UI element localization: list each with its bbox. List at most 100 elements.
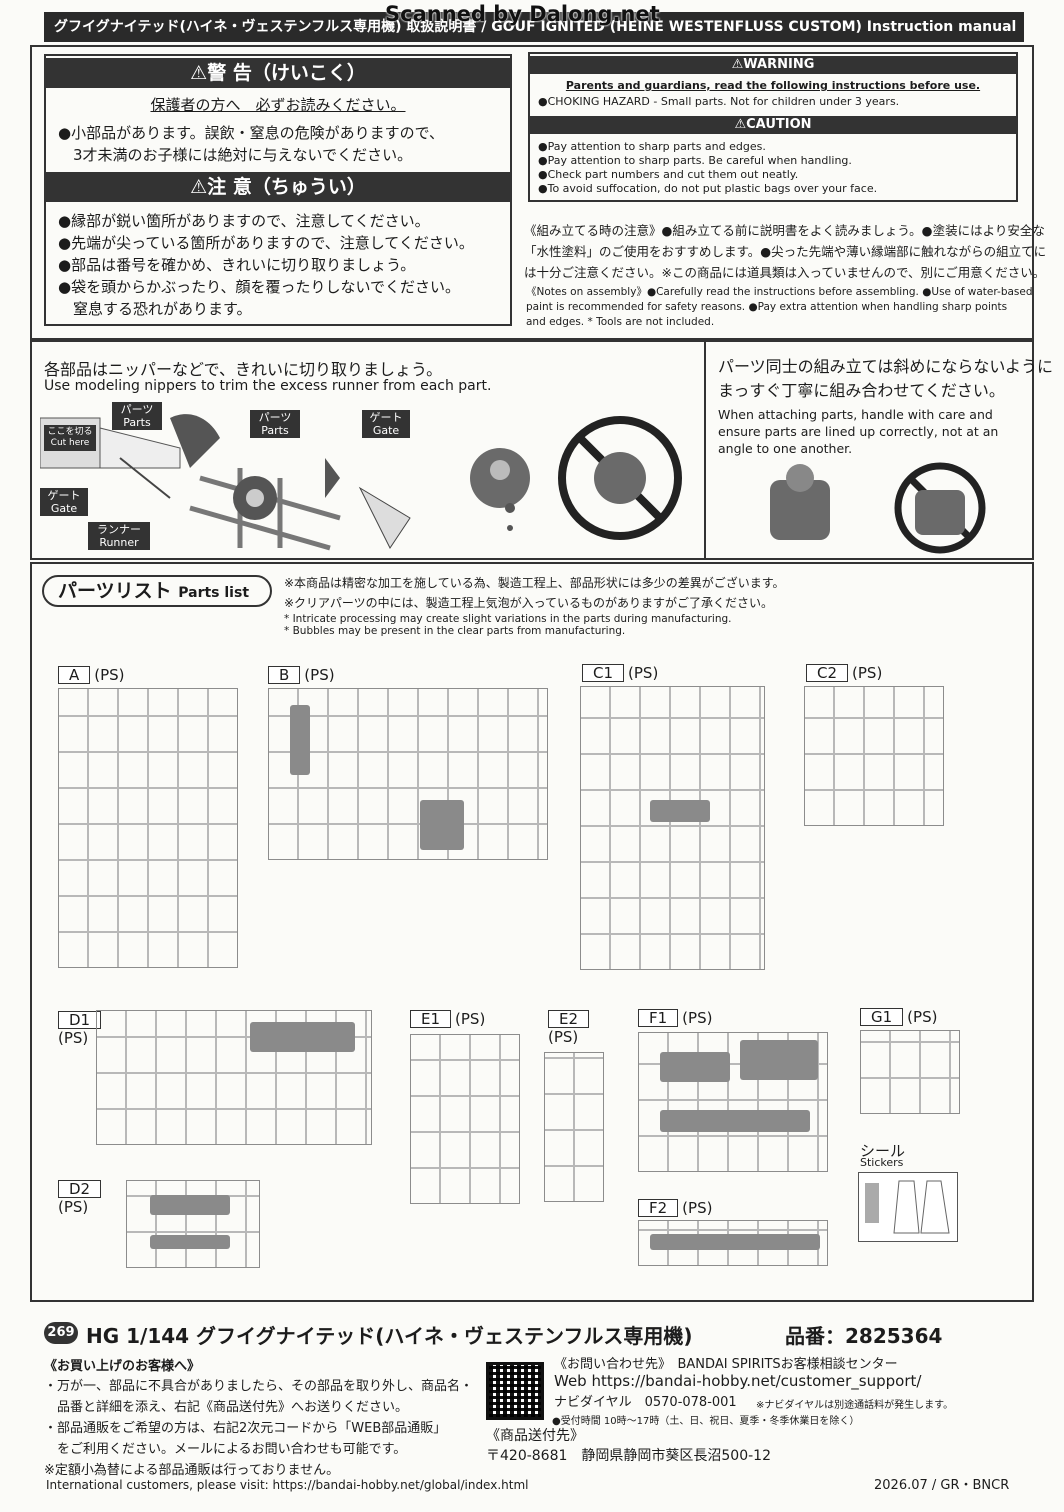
parts-en: Parts (123, 416, 151, 429)
runner-piece (150, 1195, 230, 1215)
runner-f1-label: F1(PS) (638, 1009, 712, 1027)
assembly-note-en: 《Notes on assembly》●Carefully read the i… (526, 286, 1033, 298)
ship-address: 〒420-8681 静岡県静岡市葵区長沼500-12 (486, 1448, 771, 1464)
caution-jp-line: ●部品は番号を確かめ、きれいに切り取りましょう。 (58, 256, 416, 274)
assembly-note-en: paint is recommended for safety reasons.… (526, 301, 1008, 313)
customer-line: ※定額小為替による部品通販は行っておりません。 (44, 1463, 340, 1478)
sticker-sheet (858, 1172, 958, 1242)
warning-jp-box: ⚠警 告（けいこく） 保護者の方へ 必ずお読みください。 ●小部品があります。誤… (44, 54, 512, 326)
cutting-illustration (40, 414, 682, 551)
warning-en-subtitle: Parents and guardians, read the followin… (565, 79, 981, 92)
gate-jp: ゲート (369, 411, 403, 424)
attach-instruction-jp: パーツ同士の組み立ては斜めにならないように まっすぐ丁寧に組み合わせてください。 (718, 355, 1053, 403)
navi-note: ※ナビダイヤルは別途通話料が発生します。 (756, 1400, 954, 1411)
attach-instruction-en: When attaching parts, handle with care a… (718, 406, 998, 457)
runner-c1-drawing (580, 686, 765, 970)
runner-e2-label: E2(PS) (548, 1010, 593, 1046)
runner-id: B (268, 666, 301, 684)
runner-suffix: (PS) (852, 664, 883, 682)
runner-id: G1 (860, 1008, 904, 1026)
runner-piece (150, 1235, 230, 1249)
warning-jp-line: ●小部品があります。誤飲・窒息の危険がありますので、 (58, 124, 444, 142)
attach-en-line: When attaching parts, handle with care a… (718, 407, 993, 422)
runner-id: E2 (548, 1010, 590, 1028)
gate-jp: ゲート (47, 489, 81, 502)
parts-en: Parts (261, 424, 289, 437)
caution-jp-line: 窒息する恐れがあります。 (58, 300, 252, 318)
parts-note-jp: ※本商品は精密な加工を施している為、製造工程上、部品形状には多少の差異がございま… (284, 576, 785, 590)
warning-en-line: ●CHOKING HAZARD - Small parts. Not for c… (538, 95, 900, 108)
runner-suffix: (PS) (58, 1029, 89, 1047)
cut-here-en: Cut here (50, 438, 90, 448)
gate-en: Gate (50, 502, 78, 515)
warning-jp-title: ⚠警 告（けいこく） (46, 58, 510, 88)
stickers-label-en: Stickers (860, 1156, 904, 1169)
runner-id: D1 (58, 1011, 102, 1029)
customer-line: 品番と詳細を添え、右記《商品送付先》へお送りください。 (44, 1400, 409, 1415)
runner-g1-label: G1(PS) (860, 1008, 937, 1026)
runner-piece (660, 1052, 730, 1082)
warning-section (30, 45, 1034, 340)
ship-heading: 《商品送付先》 (486, 1428, 584, 1444)
runner-piece (740, 1040, 818, 1080)
assembly-note-jp: は十分ご注意ください。※この商品には道具類は入っていませんので、別にご用意くださ… (524, 265, 1046, 280)
warning-jp-subtitle: 保護者の方へ 必ずお読みください。 (150, 96, 406, 114)
runner-c1-label: C1(PS) (582, 664, 658, 682)
parts-list-title: パーツリスト Parts list (42, 575, 272, 607)
runner-c2-drawing (804, 686, 944, 826)
runner-a-drawing (58, 688, 238, 968)
parts-list-section (30, 562, 1034, 1302)
runner-id: C2 (806, 664, 849, 682)
runner-piece (250, 1022, 355, 1052)
support-url[interactable]: Web https://bandai-hobby.net/customer_su… (554, 1372, 922, 1390)
runner-id: A (58, 666, 91, 684)
parts-note-jp: ※クリアパーツの中には、製造工程上気泡が入っているものがありますがご了承ください… (284, 596, 773, 610)
attach-en-line: ensure parts are lined up correctly, not… (718, 424, 999, 439)
international-url[interactable]: International customers, please visit: h… (46, 1478, 529, 1492)
cutting-instruction-jp: 各部品はニッパーなどで、きれいに切り取りましょう。 (44, 360, 443, 379)
assembly-note-jp: 「水性塗料」のご使用をおすすめします。●尖った先端や薄い縁端部に触れながらの組立… (524, 244, 1047, 259)
runner-suffix: (PS) (304, 666, 335, 684)
cut-here-jp: ここを切る (47, 427, 93, 437)
runner-d2-drawing (126, 1180, 260, 1268)
runner-suffix: (PS) (907, 1008, 938, 1026)
runner-d1-label: D1(PS) (58, 1011, 105, 1047)
runner-suffix: (PS) (628, 664, 659, 682)
runner-d2-label: D2(PS) (58, 1180, 105, 1216)
qr-code-icon[interactable] (486, 1362, 544, 1420)
product-name: HG 1/144 グフイグナイテッド(ハイネ・ヴェステンフルス専用機) (86, 1324, 693, 1348)
cutting-instruction-en: Use modeling nippers to trim the excess … (44, 378, 492, 394)
runner-e1-drawing (410, 1034, 520, 1204)
reception-hours: ●受付時間 10時〜17時（土、日、祝日、夏季・冬季休業日を除く） (552, 1416, 860, 1427)
parts-jp: パーツ (258, 411, 292, 424)
product-number-badge: 269 (44, 1322, 78, 1344)
runner-id: D2 (58, 1180, 102, 1198)
runner-suffix: (PS) (682, 1199, 713, 1217)
caution-jp-line: ●先端が尖っている箇所がありますので、注意してください。 (58, 234, 474, 252)
runner-b-drawing (268, 688, 548, 860)
runner-suffix: (PS) (548, 1028, 579, 1046)
caution-jp-title: ⚠注 意（ちゅうい） (46, 172, 510, 202)
parts-note-en: * Bubbles may be present in the clear pa… (284, 625, 626, 637)
warning-jp-line: 3才未満のお子様には絶対に与えないでください。 (58, 146, 413, 164)
runner-piece (650, 1234, 820, 1250)
cut-here-label: ここを切る Cut here (44, 425, 96, 451)
runner-id: E1 (410, 1010, 452, 1028)
contact-heading: 《お問い合わせ先》 BANDAI SPIRITSお客様相談センター (554, 1357, 898, 1372)
caution-en-line: ●Pay attention to sharp parts. Be carefu… (538, 154, 852, 167)
caution-jp-line: ●縁部が鋭い箇所がありますので、注意してください。 (58, 212, 430, 230)
footer-code: 2026.07 / GR・BNCR (874, 1478, 1010, 1493)
customer-heading: 《お買い上げのお客様へ》 (44, 1359, 201, 1374)
runner-e2-drawing (544, 1052, 604, 1202)
warning-en-title: ⚠WARNING (530, 56, 1016, 74)
caution-en-line: ●Pay attention to sharp parts and edges. (538, 140, 766, 153)
customer-line: ・部品通販をご希望の方は、右記2次元コードから「WEB部品通販」 (44, 1421, 447, 1436)
parts-jp: パーツ (120, 403, 154, 416)
runner-piece (420, 800, 464, 850)
cutting-section (30, 340, 1034, 560)
caution-jp-line: ●袋を頭からかぶったり、顔を覆ったりしないでください。 (58, 278, 461, 296)
